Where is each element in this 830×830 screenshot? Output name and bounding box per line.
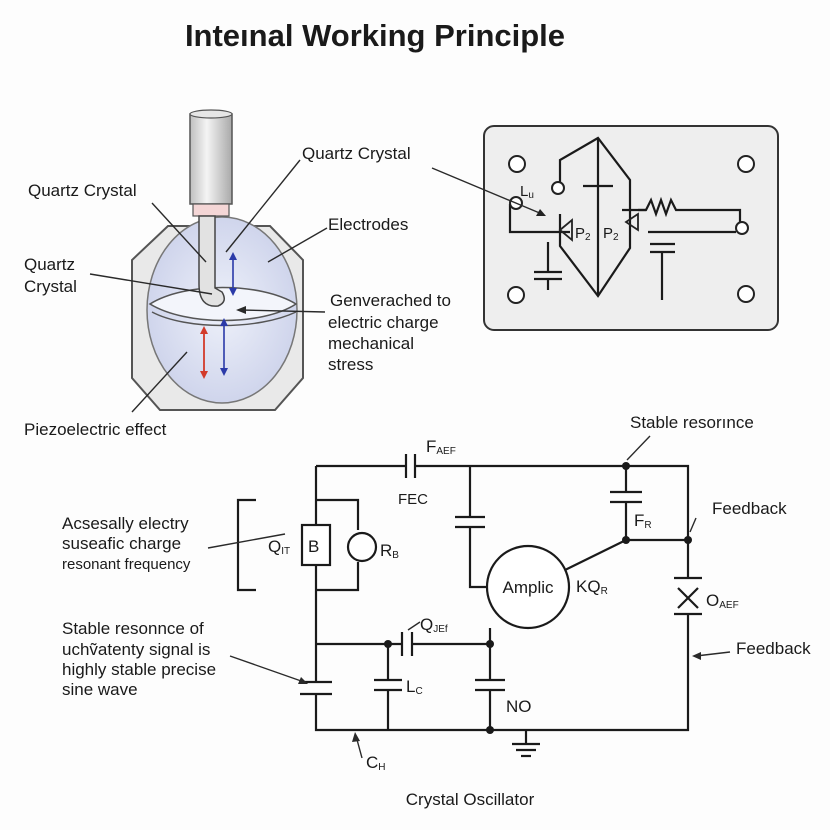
effect-line-1: Genverached to [330,291,451,310]
label-lc: LC [406,677,423,697]
label-q: QIT [268,537,290,557]
label-piezoelectric: Piezoelectric effect [24,420,167,439]
label-b: B [308,537,319,556]
mount-hole [508,155,526,173]
annotation-bottom-line-1: Stable resonnce of [62,619,204,638]
label-quartz-crystal-top: Quartz Crystal [28,181,137,200]
annotation-bottom-line-3: highly stable precise [62,660,216,679]
annotation-bottom-line-2: uchṽatenty signal is [62,640,210,659]
label-ch: CH [366,753,386,773]
mount-hole [737,155,755,173]
rod [189,113,233,205]
label-feedback-top: Feedback [712,499,787,518]
rod-ring [192,203,230,217]
label-fr: FR [634,511,652,531]
effect-line-2: electric charge [328,313,439,332]
label-kq: KQR [576,577,608,597]
label-no: NO [506,697,532,716]
mount-hole [737,285,755,303]
label-stable-resonance-top: Stable resorınce [630,413,754,432]
oscillator-schematic: FAEF FEC Stable resorınce Feedback FR QI… [62,413,811,809]
label-feedback-right: Feedback [736,639,811,658]
annotation-top-line-1: Acsesally electry [62,514,189,533]
label-quartz-crystal-right: Quartz Crystal [302,144,411,163]
label-rb: RB [380,541,399,561]
board-label-p2-left: P2 [575,225,591,243]
effect-line-4: stress [328,355,373,374]
page-title: Inteınal Working Principle [185,18,565,53]
label-quartz-left-2: Crystal [24,277,77,296]
annotation-top-line-2: suseafic charge [62,534,181,553]
effect-line-3: mechanical [328,334,414,353]
board-label-l: Lu [520,183,534,201]
amplifier [485,544,571,630]
label-oaef: OAEF [706,591,739,611]
label-fec: FEC [398,491,428,508]
label-quartz-left-1: Quartz [24,255,75,274]
footer-caption: Crystal Oscillator [406,790,535,809]
mount-hole [507,286,525,304]
rb-component [346,531,378,563]
annotation-bottom-line-4: sine wave [62,680,138,699]
board-label-p2-right: P2 [603,225,619,243]
probe [198,215,225,307]
label-qjef: QJEf [420,615,448,635]
annotation-top-line-3: resonant frequency [62,556,191,573]
label-amplifier: Amplic [502,578,554,597]
crystal-illustration: Quartz Crystal Quartz Crystal Quartz Cry… [24,109,451,439]
circuit-board: Lu P2 P2 [431,125,779,331]
label-electrodes: Electrodes [328,215,408,234]
label-cap-top: FAEF [426,437,456,457]
